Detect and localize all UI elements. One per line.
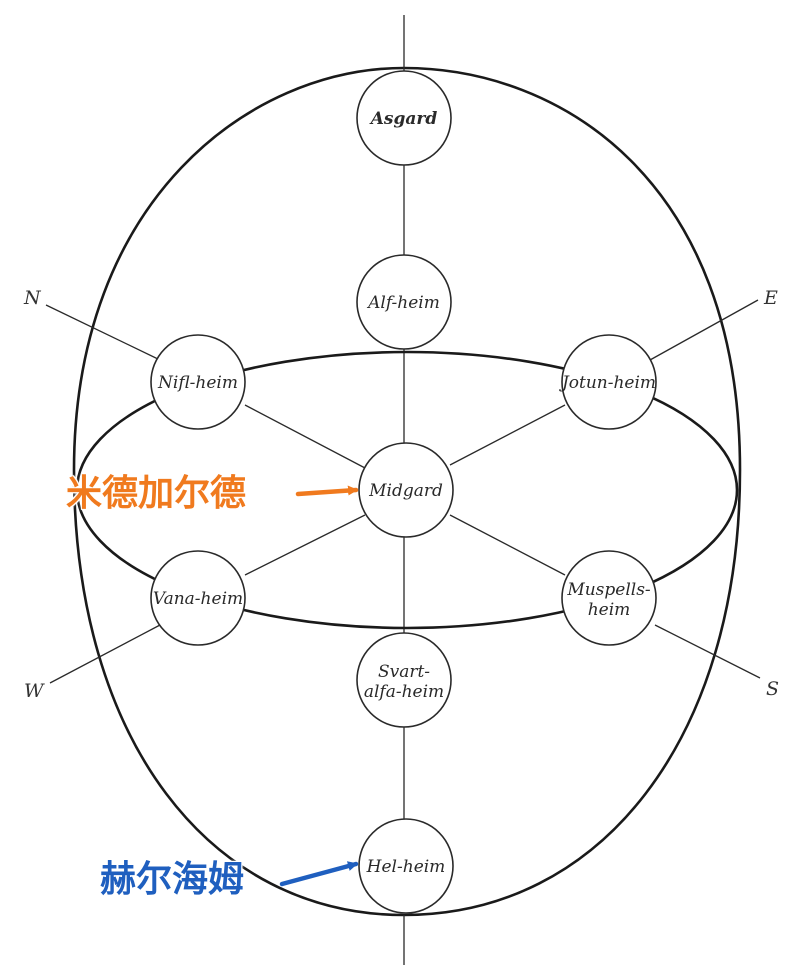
midgard-arrow [295,485,359,497]
world-label-helheim: Hel-heim [366,857,446,877]
world-vanaheim: Vana-heim [150,550,246,646]
world-jotunheim: Jotun-heim [559,334,657,430]
direction-w: W [24,680,45,702]
world-label-svartalfaheim: Svart-alfa-heim [364,662,444,702]
direction-n: N [23,287,42,309]
world-label-vanaheim: Vana-heim [153,589,243,609]
spoke-muspell-midgard [449,514,566,576]
world-label-niflheim: Nifl-heim [157,373,238,393]
spoke-vana-midgard [244,514,366,576]
world-label-midgard: Midgard [368,481,443,501]
inner-ellipse [75,350,739,630]
world-niflheim: Nifl-heim [150,334,246,430]
direction-s: S [766,678,779,700]
world-label-asgard: Asgard [369,109,438,129]
compass-line-w [49,624,161,684]
world-midgard: Midgard [358,442,454,538]
compass-line-e [649,299,759,361]
spoke-jotun-midgard [449,404,566,466]
spoke-nifl-midgard [244,404,366,469]
world-alfheim: Alf-heim [356,254,452,350]
world-label-jotunheim: Jotun-heim [559,373,656,393]
direction-e: E [763,287,778,309]
world-muspellsheim: Muspells-heim [561,550,657,646]
callout-midgard: 米德加尔德 [66,473,247,514]
callout-helheim: 赫尔海姆 [100,859,245,900]
compass-line-n [45,304,161,361]
world-svartalfaheim: Svart-alfa-heim [356,632,452,728]
world-label-muspellsheim: Muspells-heim [566,580,651,620]
world-asgard: Asgard [356,70,452,166]
world-helheim: Hel-heim [358,818,454,914]
world-label-alfheim: Alf-heim [366,293,440,313]
compass-line-s [654,624,761,679]
helheim-arrow [279,861,359,887]
